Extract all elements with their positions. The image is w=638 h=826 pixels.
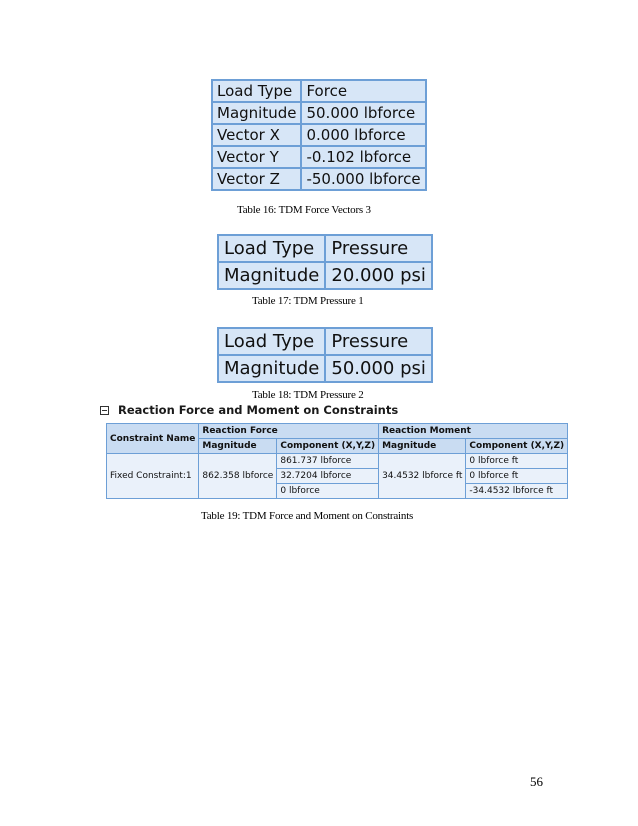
constraint-name-header: Constraint Name	[105, 423, 200, 454]
table-cell: 50.000 psi	[324, 354, 433, 383]
table-cell: -0.102 lbforce	[300, 145, 427, 169]
table-row: Magnitude 50.000 psi	[216, 354, 433, 383]
table-cell: Load Type	[216, 234, 327, 263]
page-number: 56	[530, 774, 543, 789]
table-row: Fixed Constraint:1 862.358 lbforce 861.7…	[105, 453, 569, 499]
table-18-pressure: Load Type Pressure Magnitude 50.000 psi	[216, 327, 433, 383]
force-magnitude-header: Magnitude	[198, 438, 278, 454]
table-row: Load Type Pressure	[216, 234, 433, 263]
table-16-caption: Table 16: TDM Force Vectors 3	[237, 204, 371, 216]
table-row: Constraint Name Reaction Force Reaction …	[105, 423, 569, 454]
table-cell: Pressure	[324, 234, 433, 263]
table-row: 0 lbforce -34.4532 lbforce ft	[107, 483, 569, 499]
section-title: Reaction Force and Moment on Constraints	[118, 403, 399, 417]
reaction-section-header: Reaction Force and Moment on Constraints	[100, 403, 398, 417]
table-cell: -50.000 lbforce	[300, 167, 427, 191]
table-row: Load Type Pressure	[216, 327, 433, 356]
table-17-caption: Table 17: TDM Pressure 1	[252, 295, 364, 307]
moment-magnitude-cell: 34.4532 lbforce ft	[378, 453, 467, 499]
table-row: Magnitude 50.000 lbforce	[210, 101, 427, 125]
table-16-force-vectors: Load Type Force Magnitude 50.000 lbforce…	[210, 79, 427, 191]
table-row: Vector X 0.000 lbforce	[210, 123, 427, 147]
table-cell: Pressure	[324, 327, 433, 356]
table-cell: Load Type	[216, 327, 327, 356]
table-row: 32.7204 lbforce 0 lbforce ft	[107, 468, 569, 484]
table-cell: 20.000 psi	[324, 261, 433, 290]
force-component-header: Component (X,Y,Z)	[276, 438, 380, 454]
table-cell: 50.000 lbforce	[300, 101, 427, 125]
table-cell: 0.000 lbforce	[300, 123, 427, 147]
reaction-force-header: Reaction Force	[198, 423, 380, 439]
table-cell: Magnitude	[216, 261, 327, 290]
reaction-moment-header: Reaction Moment	[378, 423, 569, 439]
constraint-name-cell: Fixed Constraint:1	[105, 453, 200, 499]
table-cell: Vector X	[210, 123, 303, 147]
table-row: Load Type Force	[210, 79, 427, 103]
table-cell: Magnitude	[210, 101, 303, 125]
force-component-cell: 32.7204 lbforce	[276, 468, 380, 484]
moment-component-cell: 0 lbforce ft	[465, 468, 569, 484]
table-cell: Load Type	[210, 79, 303, 103]
moment-magnitude-header: Magnitude	[378, 438, 467, 454]
collapse-toggle-icon[interactable]	[100, 405, 109, 415]
moment-component-cell: 0 lbforce ft	[465, 453, 569, 469]
table-row: Vector Z -50.000 lbforce	[210, 167, 427, 191]
table-row: Vector Y -0.102 lbforce	[210, 145, 427, 169]
force-component-cell: 0 lbforce	[276, 483, 380, 499]
table-cell: Vector Y	[210, 145, 303, 169]
table-19-caption: Table 19: TDM Force and Moment on Constr…	[201, 510, 414, 522]
table-cell: Force	[300, 79, 427, 103]
table-cell: Magnitude	[216, 354, 327, 383]
table-18-caption: Table 18: TDM Pressure 2	[252, 389, 364, 401]
reaction-table: Constraint Name Reaction Force Reaction …	[105, 423, 569, 499]
moment-component-header: Component (X,Y,Z)	[465, 438, 569, 454]
force-component-cell: 861.737 lbforce	[276, 453, 380, 469]
table-cell: Vector Z	[210, 167, 303, 191]
table-row: Magnitude 20.000 psi	[216, 261, 433, 290]
moment-component-cell: -34.4532 lbforce ft	[465, 483, 569, 499]
table-17-pressure: Load Type Pressure Magnitude 20.000 psi	[216, 234, 433, 290]
force-magnitude-cell: 862.358 lbforce	[198, 453, 278, 499]
